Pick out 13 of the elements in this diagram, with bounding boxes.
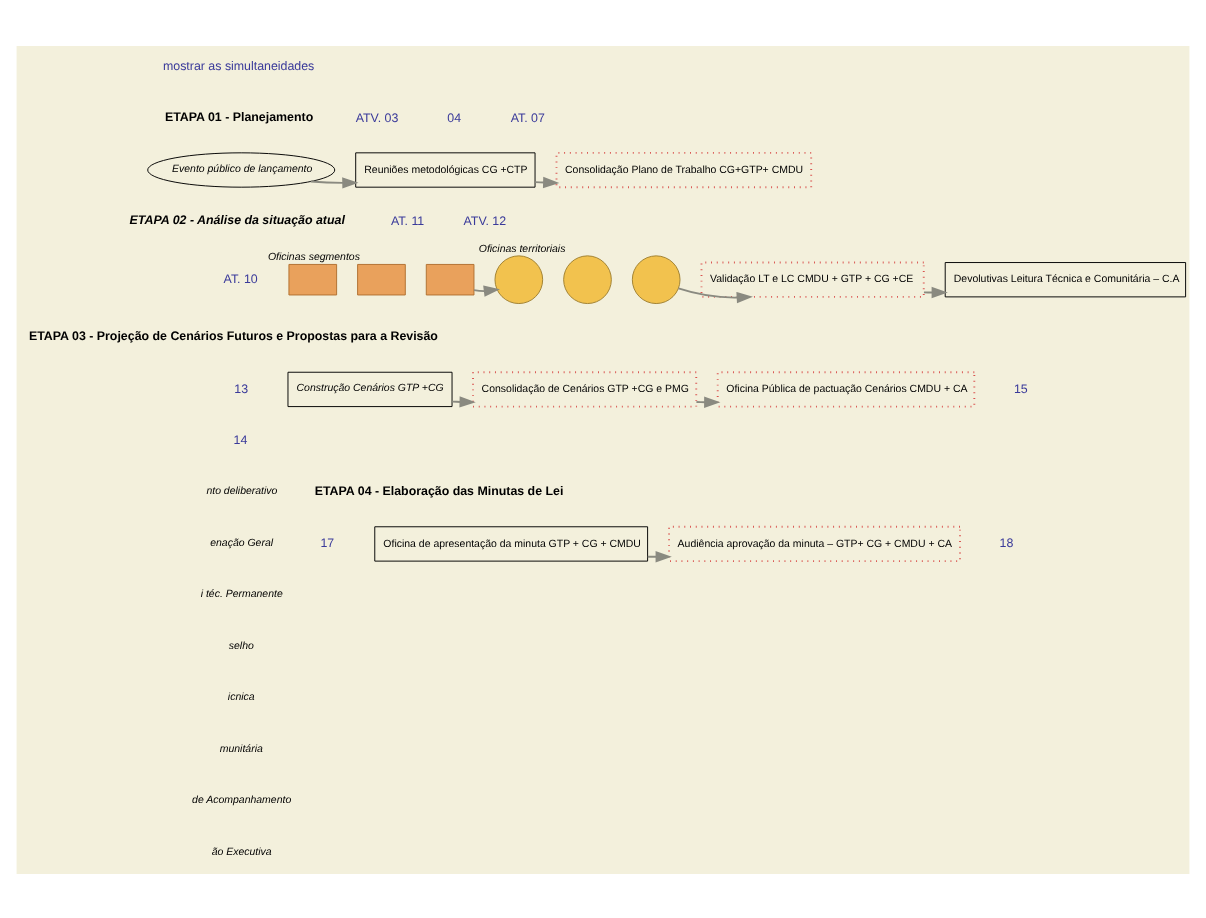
arrow [473,284,500,296]
arrow [677,286,753,303]
node-circle [494,254,544,304]
node-box [357,262,406,295]
node-box [288,262,338,295]
arrow [695,395,721,407]
node-circle [631,254,681,304]
arrow [451,395,476,407]
arrow [534,175,560,188]
arrow [309,176,359,188]
node-box [425,262,475,295]
node-circle [563,254,612,304]
arrow [646,550,672,562]
